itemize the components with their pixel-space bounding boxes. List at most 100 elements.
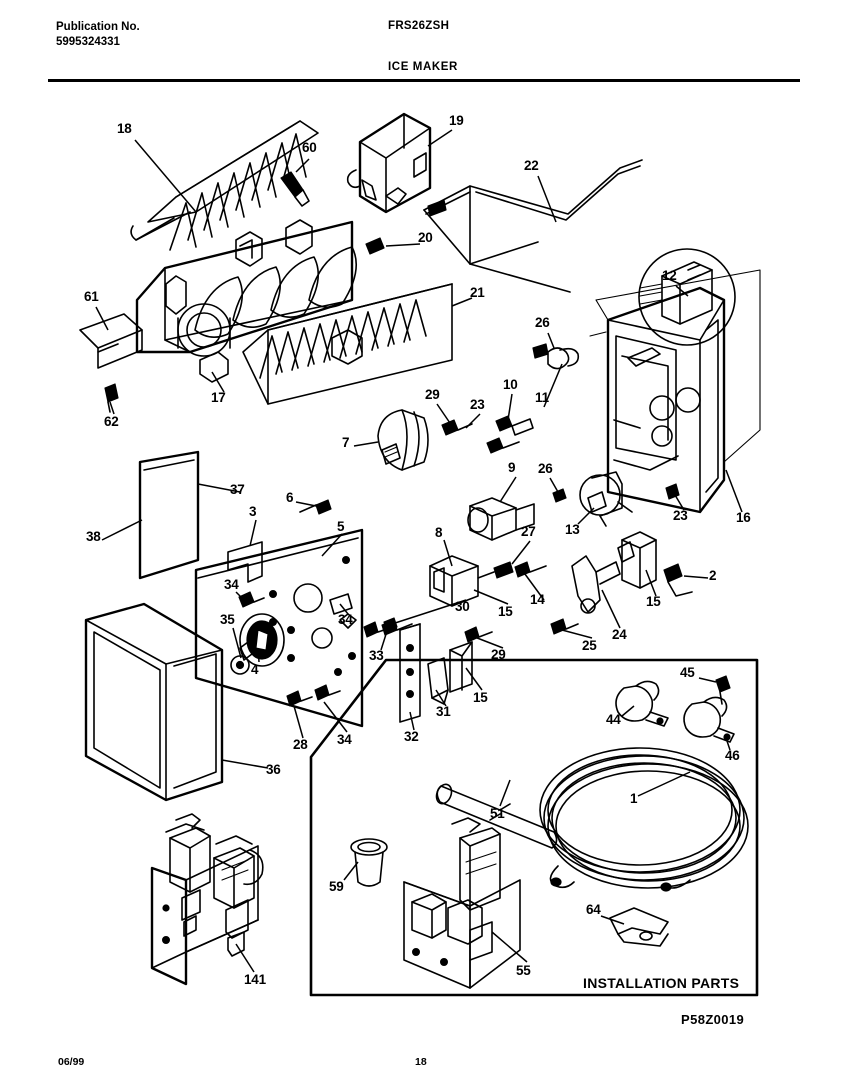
callout-14: 14	[530, 592, 545, 607]
callout-26a: 26	[535, 315, 550, 330]
callout-23b: 23	[673, 508, 688, 523]
callout-34a: 34	[224, 577, 239, 592]
callout-62: 62	[104, 414, 119, 429]
footer-date: 06/99	[58, 1056, 85, 1068]
callout-leader-lines	[95, 129, 743, 973]
callout-17: 17	[211, 390, 226, 405]
header-divider	[48, 79, 800, 82]
installation-parts-title: INSTALLATION PARTS	[583, 975, 740, 991]
callout-37: 37	[230, 482, 245, 497]
callout-28: 28	[293, 737, 308, 752]
callout-13: 13	[565, 522, 580, 537]
callout-19: 19	[449, 113, 464, 128]
callout-21: 21	[470, 285, 485, 300]
part-32-strip	[399, 623, 421, 723]
callout-36: 36	[266, 762, 281, 777]
part-61-62-plate	[79, 313, 143, 413]
callout-45: 45	[680, 665, 695, 680]
part-60-screw	[280, 171, 310, 207]
part-59-grommet	[350, 838, 388, 887]
callout-27: 27	[521, 524, 536, 539]
part-141-valve-assembly	[150, 813, 264, 986]
part-46-clamp	[683, 696, 735, 743]
callout-9: 9	[508, 460, 516, 475]
part-16-control-housing	[589, 269, 761, 514]
part-64-clip	[609, 907, 669, 947]
callout-55: 55	[516, 963, 531, 978]
callout-59: 59	[329, 879, 344, 894]
callout-25: 25	[582, 638, 597, 653]
part-11-clip	[532, 343, 580, 370]
part-21-comb	[242, 283, 453, 405]
callout-15a: 15	[498, 604, 513, 619]
callout-16: 16	[736, 510, 751, 525]
part-9-motor	[467, 497, 535, 541]
callout-5: 5	[337, 519, 345, 534]
callout-3: 3	[249, 504, 257, 519]
callout-34c: 34	[337, 732, 352, 747]
part-26-clip-lower	[552, 488, 567, 503]
callout-51: 51	[490, 806, 505, 821]
publication-label: Publication No.	[56, 21, 140, 33]
part-51-sleeve	[435, 783, 558, 849]
part-33-screw	[383, 617, 398, 632]
callout-6: 6	[286, 490, 294, 505]
publication-block: Publication No. 5995324331	[56, 20, 140, 50]
installation-parts-box	[309, 658, 759, 997]
callout-1: 1	[630, 791, 638, 806]
callout-60: 60	[302, 140, 317, 155]
part-55-water-valve	[403, 817, 521, 989]
footer-page-number: 18	[415, 1056, 427, 1068]
part-13-switch	[579, 471, 633, 527]
page-title: ICE MAKER	[388, 61, 458, 73]
publication-number: 5995324331	[56, 36, 120, 48]
part-2-terminal	[663, 563, 693, 597]
part-19-bucket	[346, 112, 432, 214]
part-20-plug	[365, 237, 385, 255]
part-44-clamp	[615, 680, 669, 727]
callout-15b: 15	[646, 594, 661, 609]
callout-24: 24	[612, 627, 627, 642]
part-29-screw-lower	[464, 626, 493, 643]
callout-31: 31	[436, 704, 451, 719]
callout-32: 32	[404, 729, 419, 744]
callout-46: 46	[725, 748, 740, 763]
part-8-switch-assembly	[429, 555, 514, 607]
part-4-gear	[230, 613, 285, 675]
callout-23a: 23	[470, 397, 485, 412]
callout-35: 35	[220, 612, 235, 627]
part-31-latch	[427, 641, 473, 705]
callout-29b: 29	[491, 647, 506, 662]
callout-61: 61	[84, 289, 99, 304]
part-5-bracket	[84, 450, 364, 802]
callout-20: 20	[418, 230, 433, 245]
callout-141: 141	[244, 972, 266, 987]
part-7-drum	[377, 409, 429, 471]
screws-group-upper	[441, 415, 534, 454]
part-24-lever	[514, 541, 635, 635]
callout-10: 10	[503, 377, 518, 392]
callout-7: 7	[342, 435, 350, 450]
callout-64: 64	[586, 902, 601, 917]
callout-38: 38	[86, 529, 101, 544]
callout-18: 18	[117, 121, 132, 136]
callout-44: 44	[606, 712, 621, 727]
callout-12: 12	[662, 268, 677, 283]
screws-group-bracket	[238, 499, 391, 707]
model-number: FRS26ZSH	[388, 20, 450, 32]
part-15-relay	[621, 531, 657, 589]
callout-8: 8	[435, 525, 443, 540]
part-12-detail-circle	[638, 248, 736, 346]
callout-11: 11	[535, 390, 549, 405]
part-45-screw	[715, 675, 731, 705]
part-17-ice-mold	[135, 219, 363, 383]
part-22-fill-tube	[423, 159, 643, 293]
callout-4: 4	[251, 662, 259, 677]
callout-34b: 34	[338, 612, 353, 627]
drawing-code: P58Z0019	[681, 1012, 745, 1027]
callout-33: 33	[369, 648, 384, 663]
part-1-tubing	[539, 747, 749, 892]
callout-2: 2	[709, 568, 717, 583]
callout-15c: 15	[473, 690, 488, 705]
